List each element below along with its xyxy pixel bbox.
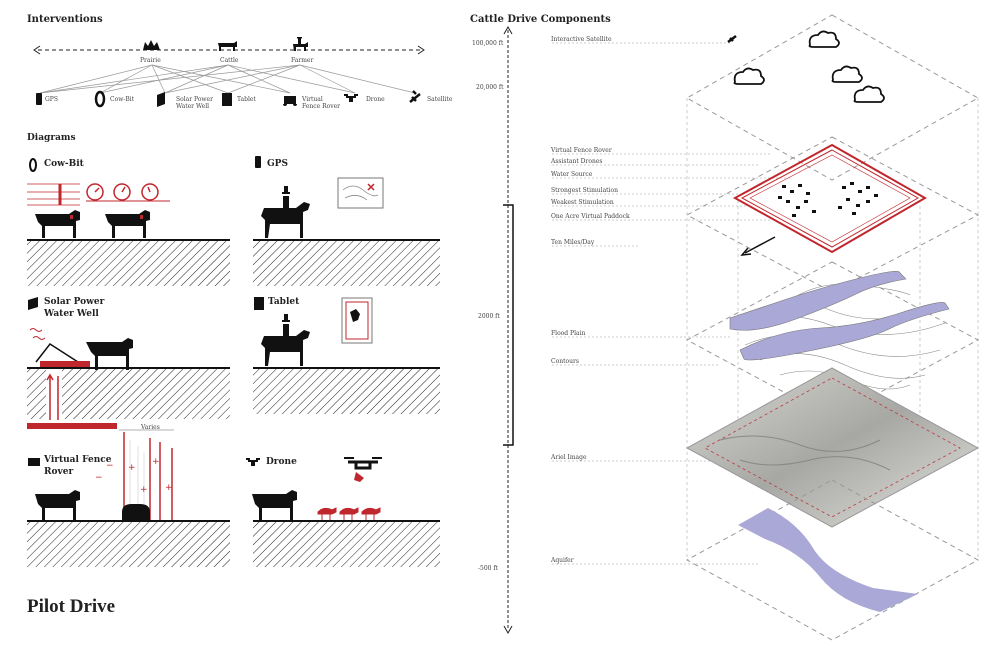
layer-label-tenmiles: Ten Miles/Day [551, 239, 595, 246]
node-tablet: Tablet [237, 96, 256, 103]
solar-well-icon [157, 92, 165, 107]
drone-icon [344, 94, 358, 102]
cow-5 [252, 490, 297, 520]
rover-icon [283, 96, 297, 106]
label-cowbit: Cow-Bit [44, 159, 84, 169]
altitude-minus500: -500 ft [478, 565, 499, 572]
label-varies: Varies [141, 424, 160, 431]
tablet-small-icon [254, 297, 264, 310]
svg-text:+: + [140, 485, 148, 495]
clouds [733, 30, 885, 103]
altitude-axis [503, 25, 514, 635]
node-farmer: Farmer [291, 57, 314, 64]
layer-label-rover: Virtual Fence Rover [551, 147, 612, 154]
altitude-2000: 2000 ft [478, 313, 500, 320]
diagram-rover: −− + + + + [27, 429, 230, 567]
horse-rider-2 [261, 314, 310, 366]
leader-lines [552, 42, 790, 565]
cow-3 [86, 338, 133, 370]
horse-rider-1 [261, 186, 310, 238]
cattle-icon [218, 41, 237, 51]
node-gps: GPS [45, 96, 58, 103]
aquifer-layer [685, 479, 980, 641]
node-cowbit: Cow-Bit [110, 96, 135, 103]
layer-label-paddock: One Acre Virtual Paddock [551, 213, 630, 220]
altitude-100000: 100,000 ft [472, 40, 504, 47]
diagram-cowbit [27, 158, 230, 286]
label-rover-2: Rover [44, 467, 74, 477]
label-gps: GPS [267, 159, 288, 169]
layer-label-drones: Assistant Drones [551, 158, 603, 165]
diagram-solar [27, 297, 230, 429]
cow-2 [105, 210, 150, 238]
satellite-layer [685, 14, 980, 181]
paddock-layer [685, 136, 980, 293]
svg-text:+: + [152, 457, 160, 467]
label-solar-1: Solar Power [44, 297, 105, 307]
drone-small-icon [246, 458, 260, 466]
layer-label-water: Water Source [551, 171, 593, 178]
interventions-network [33, 37, 425, 108]
components-title: Cattle Drive Components [470, 14, 611, 25]
layer-label-contours: Contours [551, 358, 579, 365]
prairie-icon [143, 40, 160, 50]
tablet-icon [222, 93, 232, 106]
cow-1 [35, 210, 80, 238]
label-drone: Drone [266, 457, 297, 467]
svg-text:+: + [165, 483, 173, 493]
label-tablet: Tablet [268, 297, 300, 307]
node-prairie: Prairie [140, 57, 161, 64]
cow-4 [35, 490, 80, 520]
node-rover: Virtual Fence Rover [302, 96, 341, 110]
page-title: Pilot Drive [27, 596, 116, 617]
satellite-layer-icon [727, 35, 737, 43]
gps-icon [36, 93, 42, 105]
layer-label-aerial: Ariel Image [551, 454, 587, 461]
aerial-layer [685, 367, 980, 528]
diagram-tablet [253, 297, 440, 414]
label-solar-2: Water Well [44, 309, 99, 319]
farmer-icon [293, 37, 308, 51]
diagrams-title: Diagrams [27, 133, 76, 143]
floodplain-layer [685, 261, 980, 419]
solar-small-icon [28, 297, 38, 310]
node-satellite: Satellite [427, 96, 453, 103]
interventions-title: Interventions [27, 14, 103, 25]
rover-small-icon [28, 458, 40, 466]
diagram-drone [246, 457, 440, 567]
altitude-20000: 20,000 ft [476, 84, 504, 91]
flying-drone [344, 457, 382, 482]
node-drone: Drone [366, 96, 385, 103]
gps-small-icon [255, 156, 261, 168]
rover-machine [122, 504, 150, 521]
cowbit-small-icon [29, 158, 37, 172]
svg-text:+: + [128, 463, 136, 473]
diagram-gps [253, 156, 440, 286]
layer-label-flood: Flood Plain [551, 330, 586, 337]
layer-label-satellite: Interactive Satellite [551, 36, 612, 43]
node-cattle: Cattle [220, 57, 239, 64]
layer-label-aquifer: Aquifer [551, 557, 574, 564]
satellite-icon [409, 90, 421, 103]
svg-text:−: − [95, 473, 103, 483]
node-solar-well: Solar Power Water Well [176, 96, 213, 110]
layer-label-weak: Weakest Stimulation [551, 199, 614, 206]
label-rover-1: Virtual Fence [44, 455, 112, 465]
svg-text:−: − [106, 461, 114, 471]
cowbit-icon [94, 90, 106, 108]
layer-label-strong: Strongest Stimulation [551, 187, 618, 194]
